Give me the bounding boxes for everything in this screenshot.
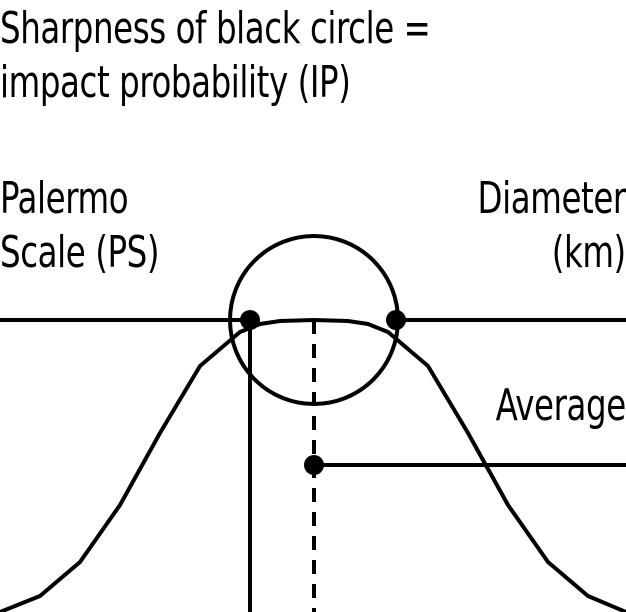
average-marker-dot — [304, 455, 324, 475]
palermo-marker-dot — [240, 310, 260, 330]
title-line-2: impact probability (IP) — [0, 57, 351, 108]
palermo-scale-label: Palermo Scale (PS) — [0, 172, 159, 280]
title-line-1: Sharpness of black circle = — [0, 3, 431, 54]
diameter-label-line-2: (km) — [551, 227, 626, 278]
diameter-label-line-1: Diameter — [477, 173, 626, 224]
palermo-label-line-1: Palermo — [0, 173, 129, 224]
diameter-marker-dot — [386, 310, 406, 330]
diagram-title: Sharpness of black circle = impact proba… — [0, 2, 431, 110]
diameter-label: Diameter (km) — [478, 172, 626, 280]
average-label: Average — [495, 380, 626, 431]
palermo-label-line-2: Scale (PS) — [0, 227, 160, 278]
